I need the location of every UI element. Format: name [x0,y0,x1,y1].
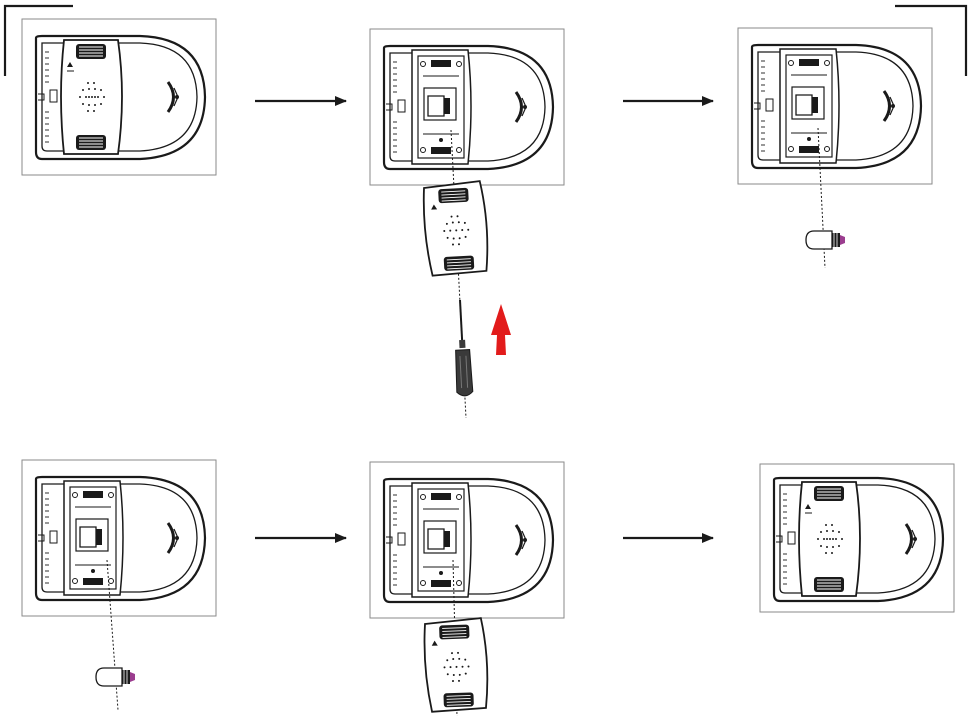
step-6-device-cover-on [759,463,955,613]
replaced-cover-step-5 [422,616,490,713]
removed-cover-step-2 [421,179,490,277]
screwdriver-icon [455,299,474,397]
step-2-device-cover-removed [369,28,565,186]
step-4-device-bulb-inserted [21,459,217,617]
corner-bracket-left [3,4,73,76]
corner-bracket-right [895,4,968,76]
step-5-device-cover-replaced [369,461,565,619]
bulb-icon [95,667,136,687]
step-1-device-cover-on [21,18,217,176]
step-3-device-bulb-removed [737,27,933,185]
bulb-icon [805,230,846,250]
arrow-up-icon [491,304,511,355]
